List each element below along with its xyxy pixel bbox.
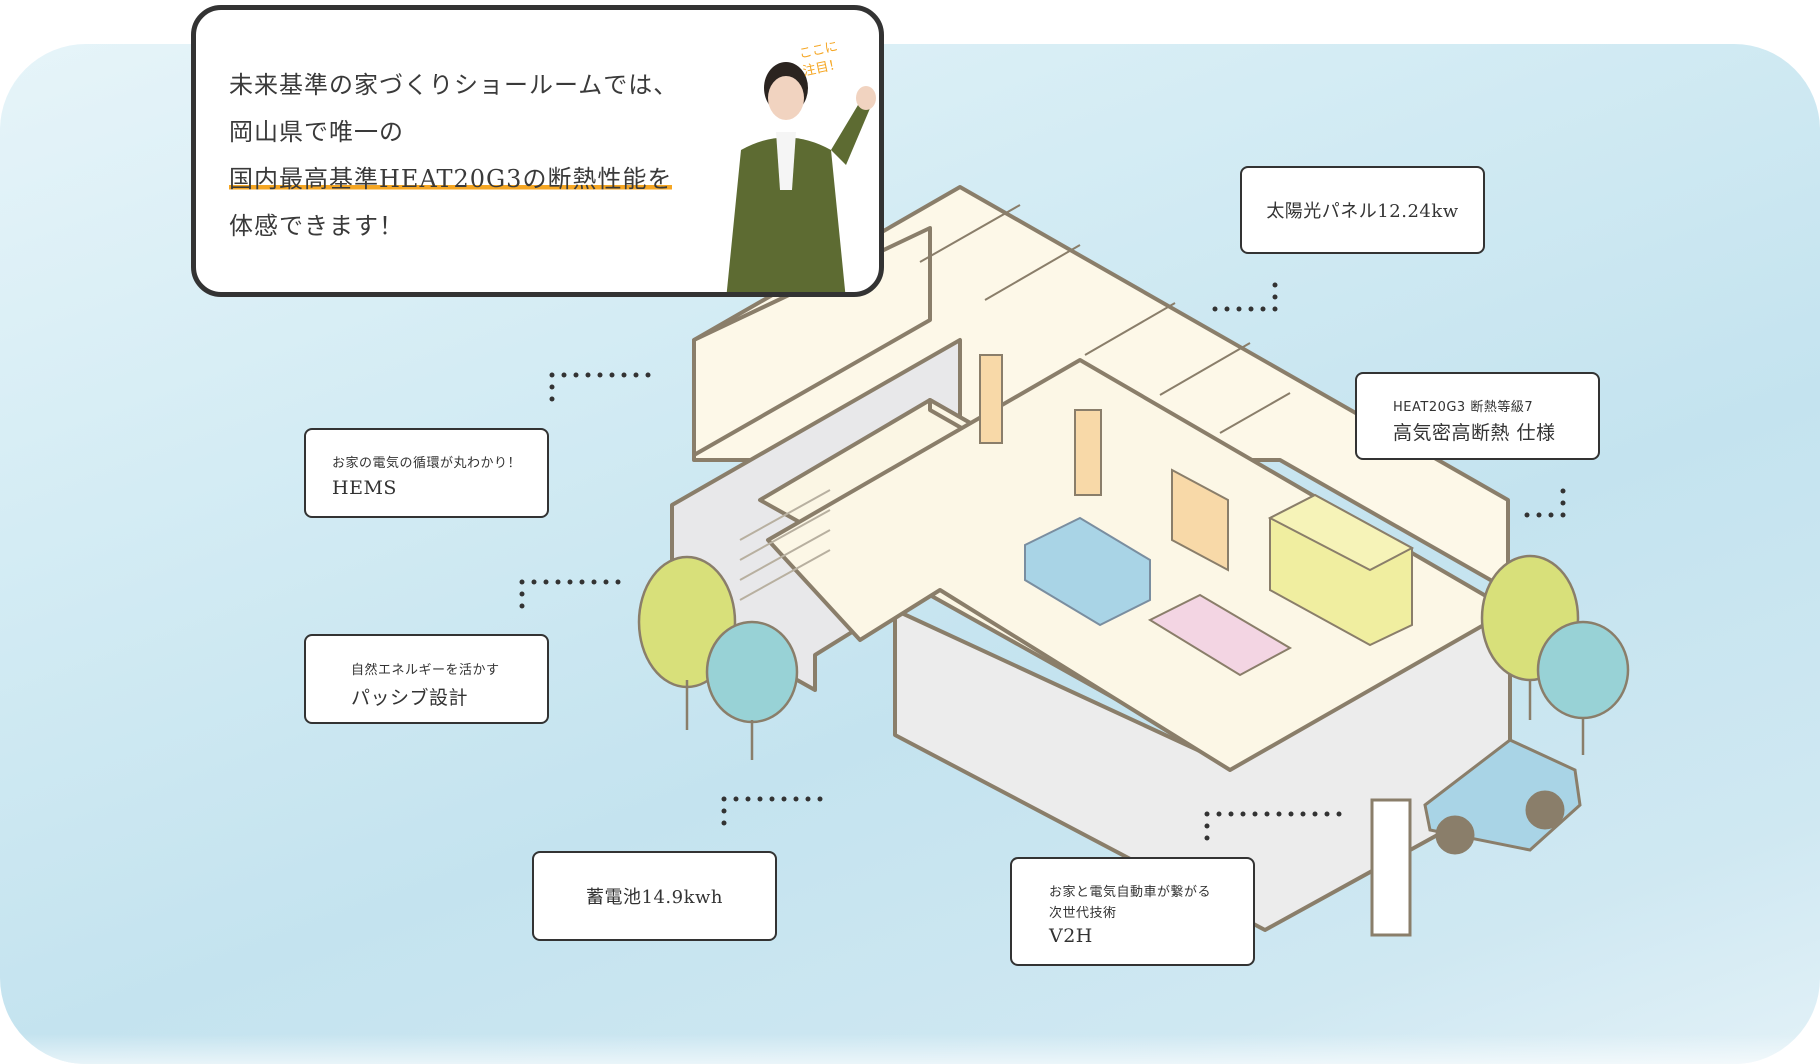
v2h-small-text-1: お家と電気自動車が繋がる bbox=[1049, 885, 1212, 900]
passive-design-label: 自然エネルギーを活かす パッシブ設計 bbox=[304, 634, 549, 724]
speech-text: 未来基準の家づくりショールームでは、 岡山県で唯一の 国内最高基準HEAT20G… bbox=[229, 62, 678, 250]
hems-label: お家の電気の循環が丸わかり！ HEMS bbox=[304, 428, 549, 518]
solar-panel-label: 太陽光パネル12.24kw bbox=[1240, 166, 1485, 254]
speech-highlight: 国内最高基準HEAT20G3の断熱性能を bbox=[229, 165, 673, 193]
hems-big-text: HEMS bbox=[332, 477, 397, 499]
passive-small-text: 自然エネルギーを活かす bbox=[351, 663, 500, 678]
speech-line-3: 国内最高基準HEAT20G3の断熱性能を bbox=[229, 156, 678, 203]
v2h-label: お家と電気自動車が繋がる 次世代技術 V2H bbox=[1010, 857, 1255, 966]
battery-label: 蓄電池14.9kwh bbox=[532, 851, 777, 941]
panel-fade bbox=[0, 1034, 1820, 1064]
presenter-illustration bbox=[726, 62, 876, 292]
v2h-small-text-2: 次世代技術 bbox=[1049, 906, 1117, 921]
battery-text: 蓄電池14.9kwh bbox=[586, 887, 723, 908]
hems-small-text: お家の電気の循環が丸わかり！ bbox=[332, 456, 522, 471]
passive-big-text: パッシブ設計 bbox=[351, 687, 469, 709]
speech-line-2: 岡山県で唯一の bbox=[229, 118, 404, 146]
insulation-label: HEAT20G3 断熱等級7 高気密高断熱 仕様 bbox=[1355, 372, 1600, 460]
solar-panel-text: 太陽光パネル12.24kw bbox=[1266, 201, 1459, 222]
speech-line-1: 未来基準の家づくりショールームでは、 bbox=[229, 71, 679, 99]
insulation-big-text: 高気密高断熱 仕様 bbox=[1393, 422, 1556, 444]
insulation-small-text: HEAT20G3 断熱等級7 bbox=[1393, 400, 1534, 415]
speech-line-4: 体感できます！ bbox=[229, 212, 404, 240]
speech-bubble: 未来基準の家づくりショールームでは、 岡山県で唯一の 国内最高基準HEAT20G… bbox=[191, 5, 884, 297]
v2h-big-text: V2H bbox=[1049, 925, 1093, 947]
